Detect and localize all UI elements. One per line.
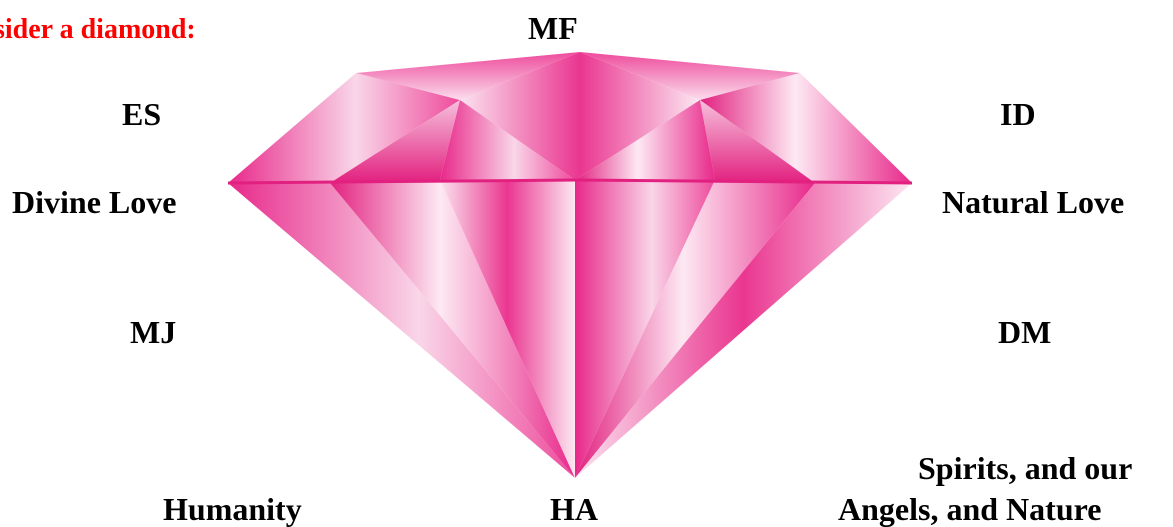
label-mf: MF <box>528 12 578 44</box>
label-es: ES <box>122 98 161 130</box>
label-mj: MJ <box>130 316 176 348</box>
label-angels-nature: Angels, and Nature <box>838 493 1101 525</box>
label-dm: DM <box>998 316 1051 348</box>
label-ha: HA <box>550 493 598 525</box>
label-divine-love: Divine Love <box>12 186 176 218</box>
label-id: ID <box>1000 98 1036 130</box>
label-natural-love: Natural Love <box>942 186 1124 218</box>
label-spirits: Spirits, and our <box>918 452 1132 484</box>
heading: sider a diamond: <box>0 16 196 44</box>
label-humanity: Humanity <box>163 493 302 525</box>
